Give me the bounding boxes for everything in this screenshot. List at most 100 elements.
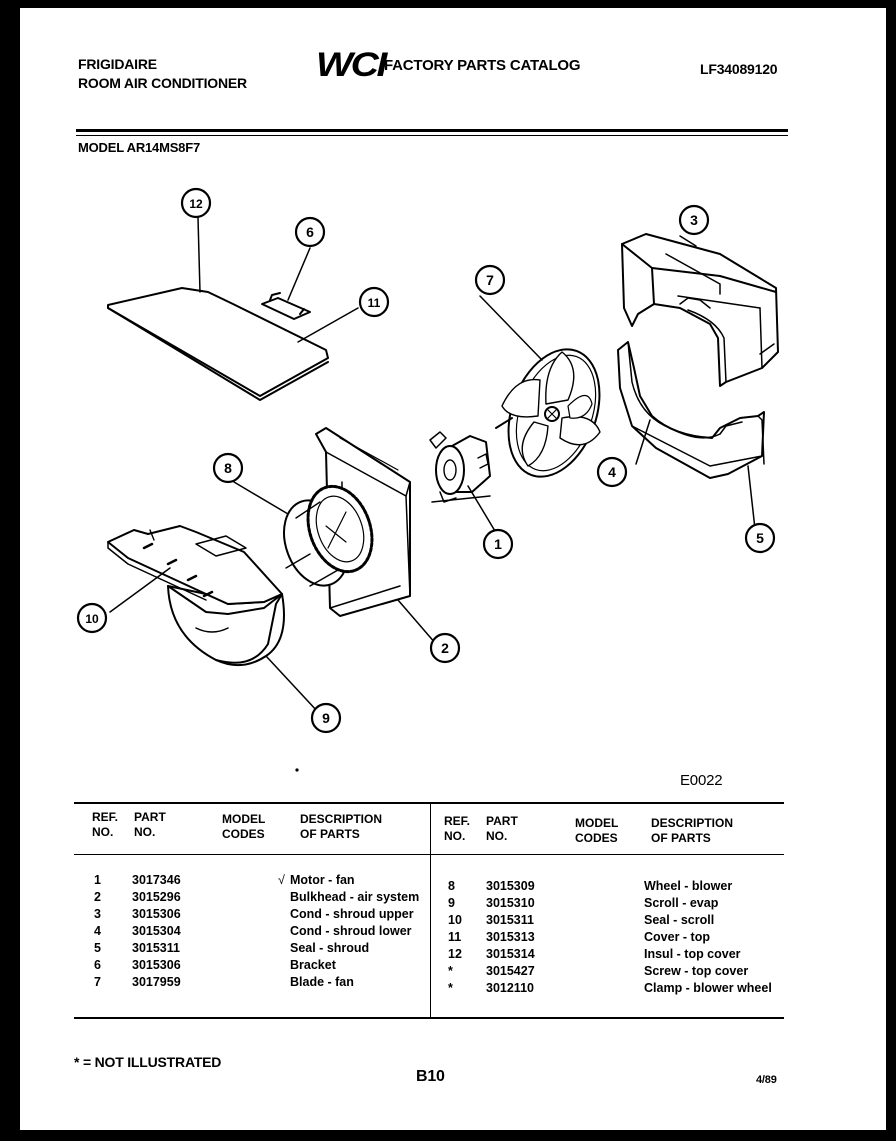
table-cell: 3015311 xyxy=(486,913,534,927)
table-cell: 4 xyxy=(94,924,101,938)
right-ref-column: 8 9 10 11 12 * * xyxy=(448,878,462,997)
table-cell: 3015306 xyxy=(132,958,181,972)
product-name: ROOM AIR CONDITIONER xyxy=(78,75,247,91)
table-cell: 3 xyxy=(94,907,101,921)
scroll-evap-part xyxy=(167,585,285,667)
not-illustrated-note: * = NOT ILLUSTRATED xyxy=(74,1054,222,1070)
table-cell: 12 xyxy=(448,947,462,961)
check-mark: √ xyxy=(278,873,285,887)
callout-circle-9 xyxy=(310,702,342,734)
callout-label-1: 1 xyxy=(494,536,502,552)
table-cell: * xyxy=(448,964,453,978)
table-cell: 1 xyxy=(94,873,101,887)
callout-circle-8 xyxy=(212,452,244,484)
table-cell: 3015427 xyxy=(486,964,535,978)
table-cell: 3015304 xyxy=(132,924,181,938)
callout-circle-6 xyxy=(294,216,326,248)
callout-label-9: 9 xyxy=(322,710,330,726)
callout-circle-2 xyxy=(429,632,461,664)
table-cell: Blade - fan xyxy=(290,975,354,989)
brand-name: FRIGIDAIRE xyxy=(78,56,157,72)
table-cell: Bracket xyxy=(290,958,336,972)
left-mark-column: √ xyxy=(278,872,285,889)
top-cover-insulation-part xyxy=(107,287,329,401)
table-cell: 3015310 xyxy=(486,896,535,910)
table-cell: 3012110 xyxy=(486,981,534,995)
table-cell: 2 xyxy=(94,890,101,904)
table-cell: Screw - top cover xyxy=(644,964,749,978)
print-date: 4/89 xyxy=(756,1074,777,1086)
model-number: MODEL AR14MS8F7 xyxy=(78,140,200,155)
header-ref-no: REF.NO. xyxy=(92,810,119,839)
table-cell: Motor - fan xyxy=(290,873,355,887)
table-cell: 7 xyxy=(94,975,101,989)
table-cell: Scroll - evap xyxy=(644,896,719,910)
table-rule-bottom xyxy=(74,1017,784,1019)
print-speck xyxy=(295,768,299,772)
table-header-rule xyxy=(74,854,784,855)
table-cell: Seal - shroud xyxy=(290,941,370,955)
fan-motor-part xyxy=(429,417,513,503)
callout-circle-3 xyxy=(678,204,710,236)
table-cell: 5 xyxy=(94,941,101,955)
table-cell: Cond - shroud lower xyxy=(290,924,412,938)
callout-label-4: 4 xyxy=(608,464,616,480)
table-cell: Clamp - blower wheel xyxy=(644,981,772,995)
table-cell: 3015311 xyxy=(132,941,180,955)
bracket-part xyxy=(261,292,311,320)
table-cell: Cond - shroud upper xyxy=(290,907,414,921)
callout-label-2: 2 xyxy=(441,640,449,656)
callout-circle-10 xyxy=(76,602,108,634)
catalog-title: FACTORY PARTS CATALOG xyxy=(384,57,581,74)
table-cell: * xyxy=(448,981,453,995)
table-cell: Wheel - blower xyxy=(644,879,733,893)
fan-blade-part xyxy=(501,348,601,478)
blower-wheel-part xyxy=(283,484,374,587)
callout-circle-11 xyxy=(358,286,390,318)
left-ref-column: 1 2 3 4 5 6 7 xyxy=(94,872,101,991)
table-cell: 3015313 xyxy=(486,930,535,944)
callout-label-11: 11 xyxy=(368,296,381,310)
header-ref-no-right: REF.NO. xyxy=(444,814,471,843)
table-cell: 3015296 xyxy=(132,890,181,904)
table-cell: 3015309 xyxy=(486,879,535,893)
table-cell: Cover - top xyxy=(644,930,710,944)
callout-label-7: 7 xyxy=(486,272,494,288)
table-cell: Insul - top cover xyxy=(644,947,741,961)
callout-label-5: 5 xyxy=(756,530,764,546)
table-cell: 3017959 xyxy=(132,975,181,989)
table-cell: 10 xyxy=(448,913,462,927)
right-part-column: 3015309 3015310 3015311 3015313 3015314 30154… xyxy=(486,878,535,997)
table-cell: 8 xyxy=(448,879,455,893)
table-cell: 11 xyxy=(448,930,462,944)
scroll-seal-part xyxy=(107,525,283,605)
callout-circle-5 xyxy=(744,522,776,554)
table-cell: 3015314 xyxy=(486,947,535,961)
shroud-lower-part xyxy=(617,341,765,479)
callout-label-10: 10 xyxy=(85,612,99,626)
figure-code: E0022 xyxy=(680,772,723,789)
callout-circle-4 xyxy=(596,456,628,488)
catalog-number: LF34089120 xyxy=(700,61,778,77)
table-cell: Seal - scroll xyxy=(644,913,715,927)
leader-lines xyxy=(109,217,757,713)
table-rule-top xyxy=(74,802,784,804)
table-cell: 9 xyxy=(448,896,455,910)
callout-label-12: 12 xyxy=(189,197,203,211)
table-cell: Bulkhead - air system xyxy=(290,890,420,904)
table-cell: 6 xyxy=(94,958,101,972)
table-cell: 3015306 xyxy=(132,907,181,921)
callout-label-8: 8 xyxy=(224,460,232,476)
shroud-upper-part xyxy=(621,233,779,387)
table-column-divider xyxy=(430,803,431,1019)
